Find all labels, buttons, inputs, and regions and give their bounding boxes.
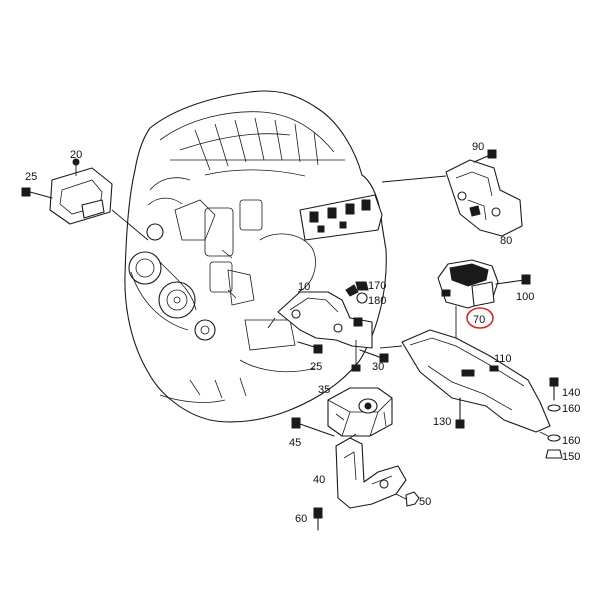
label-45: 45: [289, 437, 301, 449]
part-35-mount: [327, 340, 393, 437]
label-160b: 160: [562, 435, 580, 447]
part-10-bracket: [267, 284, 373, 349]
part-80-bracket: [381, 159, 523, 237]
part-140-bolt: [549, 377, 559, 401]
part-110-crossmember: [379, 329, 551, 433]
part-45-bolt: [291, 417, 335, 437]
label-80: 80: [500, 235, 512, 247]
part-40-bracket: [335, 433, 407, 509]
part-170-nut: [355, 281, 369, 291]
label-10: 10: [298, 281, 310, 293]
highlight-circle-70: [466, 307, 494, 329]
label-30: 30: [372, 361, 384, 373]
part-100-bolt: [495, 274, 531, 285]
label-25a: 25: [25, 171, 37, 183]
label-50: 50: [419, 496, 431, 508]
label-150: 150: [562, 451, 580, 463]
part-60-bolt: [313, 507, 323, 531]
part-130-bolt: [455, 397, 465, 429]
label-35: 35: [318, 384, 330, 396]
part-25-bolt-left: [21, 187, 53, 199]
label-40: 40: [313, 474, 325, 486]
part-70-mount: [437, 259, 499, 372]
label-20: 20: [70, 149, 82, 161]
label-160a: 160: [562, 403, 580, 415]
part-30-bolt: [359, 349, 389, 363]
part-25-bolt-lower: [297, 341, 323, 354]
part-180-washer: [356, 292, 368, 304]
part-90-bolt: [473, 149, 497, 163]
label-25b: 25: [310, 361, 322, 373]
label-130: 130: [433, 416, 451, 428]
part-50-nut: [395, 491, 420, 507]
label-110: 110: [494, 353, 512, 365]
engine-block: [124, 90, 387, 423]
label-170: 170: [368, 280, 386, 292]
label-100: 100: [516, 291, 534, 303]
label-140: 140: [562, 387, 580, 399]
part-150-nut: [539, 431, 563, 459]
label-60: 60: [295, 513, 307, 525]
label-90: 90: [472, 141, 484, 153]
part-160-washer-upper: [547, 404, 561, 412]
label-70: 70: [473, 314, 485, 326]
label-180: 180: [368, 295, 386, 307]
part-160-washer-lower: [547, 434, 561, 442]
part-labels: 20 25 90 80 10 170 180 100 70 110 25 30 …: [25, 141, 580, 525]
part-20-plate: [49, 158, 149, 241]
